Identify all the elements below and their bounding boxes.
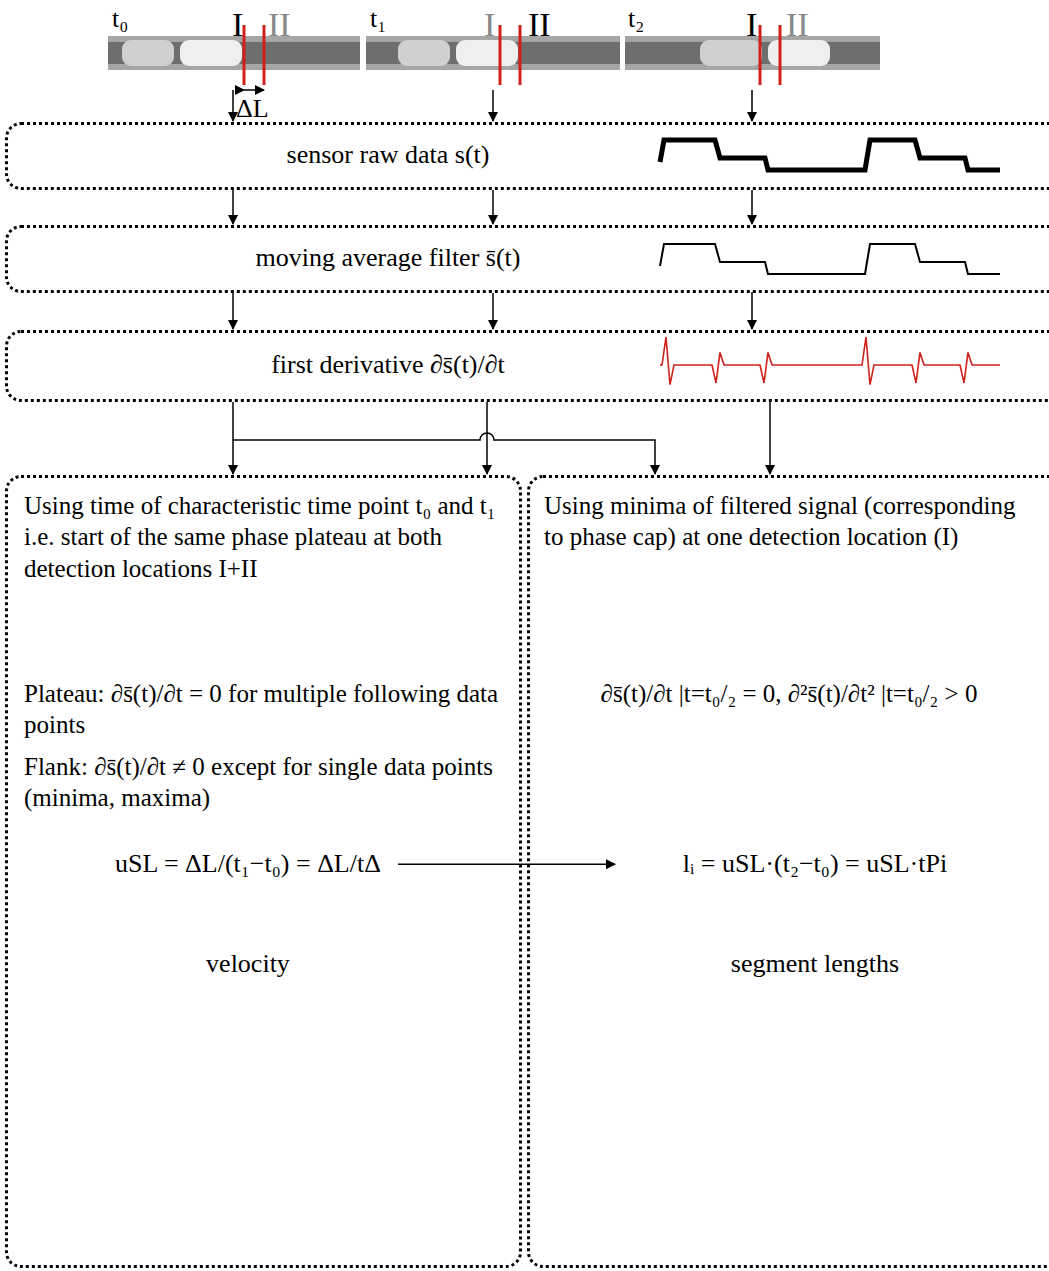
time-label: I bbox=[232, 8, 243, 42]
node-text: lᵢ = uSL·(t₂−t₀) = uSL·tPi bbox=[590, 848, 1040, 881]
derivative-trace bbox=[660, 337, 1000, 385]
node-text: Plateau: ∂s̄(t)/∂t = 0 for multiple foll… bbox=[24, 678, 506, 741]
node-text: moving average filter s̄(t) bbox=[8, 242, 768, 275]
dimension-label: ΔL bbox=[236, 96, 269, 122]
signal-sketches bbox=[660, 140, 1000, 385]
time-label: t₁ bbox=[370, 6, 386, 32]
node-text: Using time of characteristic time point … bbox=[24, 490, 506, 584]
process-box: moving average filter s̄(t) bbox=[5, 225, 1049, 293]
signal-trace bbox=[660, 140, 1000, 170]
result-caption: segment lengths bbox=[590, 948, 1040, 981]
flow-arrow bbox=[232, 402, 234, 474]
flow-arrow bbox=[398, 864, 615, 866]
method-box: Using time of characteristic time point … bbox=[5, 475, 522, 1268]
time-label: t₂ bbox=[628, 6, 644, 32]
node-text: sensor raw data s(t) bbox=[8, 139, 768, 172]
time-label: t₀ bbox=[112, 6, 128, 32]
flow-arrow bbox=[769, 402, 771, 474]
time-label: I bbox=[746, 8, 757, 42]
time-label: II bbox=[786, 8, 809, 42]
flow-arrow bbox=[492, 190, 494, 224]
node-text: first derivative ∂s̄(t)/∂t bbox=[8, 349, 768, 382]
signal-trace bbox=[660, 244, 1000, 274]
node-text: Using minima of filtered signal (corresp… bbox=[544, 490, 1034, 553]
method-box: Using minima of filtered signal (corresp… bbox=[527, 475, 1049, 1268]
node-text: ∂s̄(t)/∂t |t=t₀/₂ = 0, ∂²s̄(t)/∂t² |t=t₀… bbox=[544, 678, 1034, 709]
node-text: Flank: ∂s̄(t)/∂t ≠ 0 except for single d… bbox=[24, 751, 506, 814]
time-label: I bbox=[484, 8, 495, 42]
flow-arrow bbox=[492, 293, 494, 329]
time-label: II bbox=[528, 8, 551, 42]
process-box: first derivative ∂s̄(t)/∂t bbox=[5, 330, 1049, 402]
result-caption: velocity bbox=[18, 948, 478, 981]
time-label: II bbox=[268, 8, 291, 42]
process-box: sensor raw data s(t) bbox=[5, 122, 1049, 190]
node-text: uSL = ΔL/(t₁−t₀) = ΔL/tΔ bbox=[18, 848, 478, 881]
